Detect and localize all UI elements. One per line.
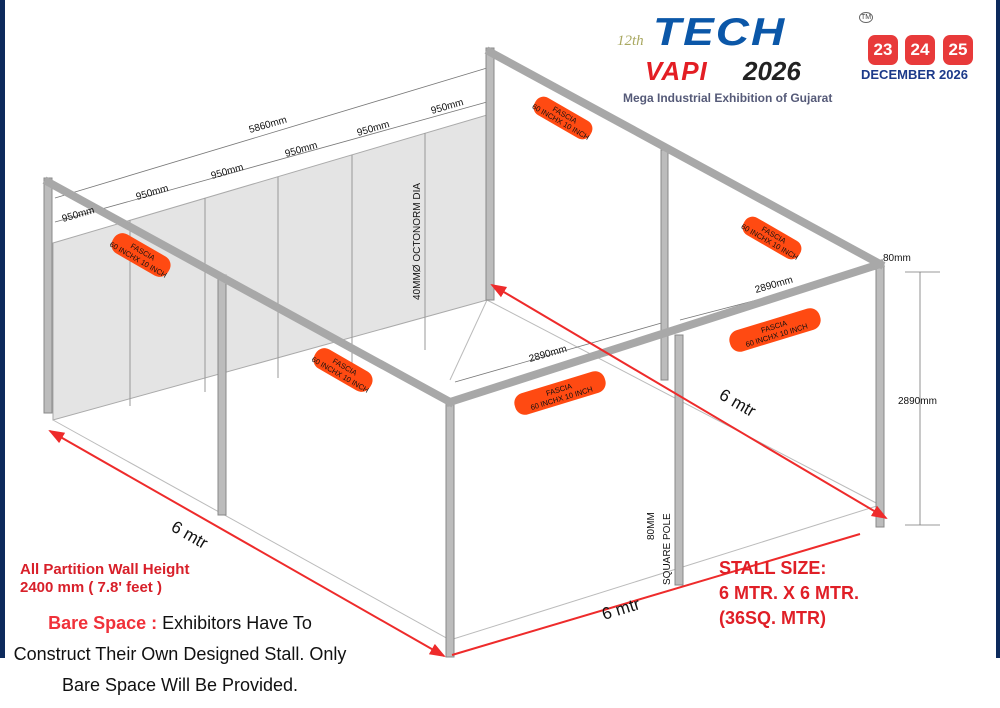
bare-space-label: Bare Space : — [48, 613, 158, 633]
length-labels: 6 mtr 6 mtr 6 mtr — [168, 385, 759, 624]
wall-note-line: All Partition Wall Height — [20, 561, 190, 578]
diag-length-label: 6 mtr — [716, 385, 759, 421]
total-back-label: 5860mm — [248, 115, 288, 136]
panel-label: 950mm — [135, 183, 170, 203]
logo-tech: TECH — [653, 9, 787, 54]
left-border — [0, 0, 5, 658]
panel-label: 950mm — [210, 162, 245, 182]
stall-size-note: STALL SIZE: 6 MTR. X 6 MTR. (36SQ. MTR) — [719, 556, 859, 631]
panel-lines — [129, 133, 426, 406]
logo-tagline: Mega Industrial Exhibition of Gujarat — [623, 91, 833, 105]
front-length-label: 6 mtr — [600, 594, 643, 624]
trademark: TM — [859, 12, 874, 23]
bare-space-text: Exhibitors Have To Construct Their Own D… — [13, 613, 347, 695]
octonorm-label: 40MMØ OCTONORM DIA — [412, 183, 423, 300]
stall-size-line: STALL SIZE: — [719, 558, 827, 578]
date-badge: 24 — [905, 35, 935, 65]
wall-height-note: All Partition Wall Height 2400 mm ( 7.8'… — [20, 561, 189, 597]
stall-size-line: 6 MTR. X 6 MTR. — [719, 583, 860, 603]
panel-label: 950mm — [61, 205, 96, 225]
right-border — [996, 0, 1000, 658]
stall-size-line: (36SQ. MTR) — [719, 608, 827, 628]
date-badge: 23 — [868, 35, 898, 65]
beam-label: 80mm — [883, 253, 911, 264]
date-badge: 25 — [943, 35, 973, 65]
left-length-label: 6 mtr — [168, 517, 211, 553]
logo-year: 2026 — [743, 56, 801, 86]
wall-note-line: 2400 mm ( 7.8' feet ) — [20, 579, 162, 596]
bare-space-note: Bare Space : Exhibitors Have To Construc… — [10, 608, 350, 701]
logo-vapi: VAPI — [645, 56, 708, 86]
panel-label: 950mm — [284, 140, 319, 160]
tech-vapi-logo: 12th TECH TM VAPI 2026 Mega Industrial E… — [615, 8, 1000, 108]
edition-label: 12th — [617, 33, 644, 49]
pole-label: SQUARE POLE — [662, 513, 673, 585]
panel-label: 950mm — [430, 97, 465, 117]
side-a-label: 2890mm — [528, 344, 568, 365]
size-arrows — [48, 283, 888, 657]
height-label: 2890mm — [898, 396, 937, 407]
panel-label: 950mm — [356, 119, 391, 139]
pole-label: 80MM — [646, 512, 657, 540]
dimension-lines — [54, 67, 940, 526]
event-month: DECEMBER 2026 — [861, 67, 968, 82]
